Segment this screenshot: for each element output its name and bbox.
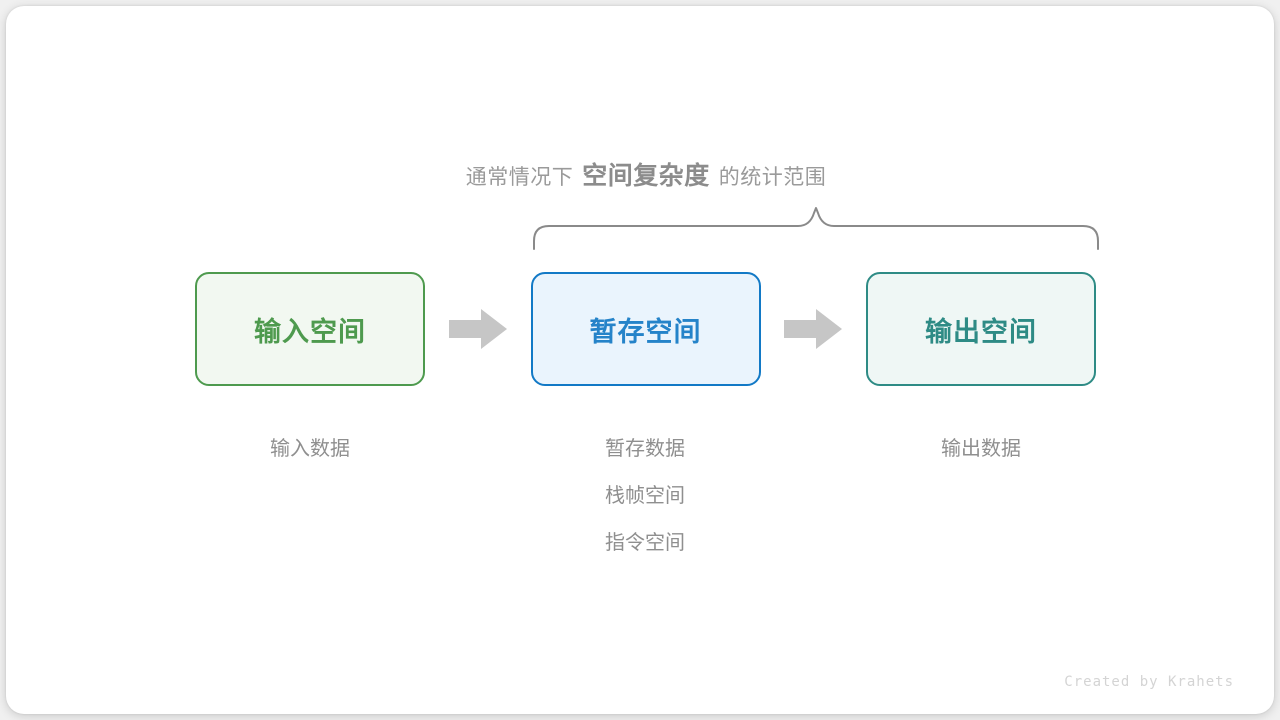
node-input-space-label: 输入空间 — [254, 316, 366, 347]
caption-line: 指令空间 — [605, 532, 685, 554]
scope-caption: 通常情况下空间复杂度的统计范围 — [6, 156, 1280, 192]
caption-line: 输入数据 — [270, 438, 350, 460]
node-output-space[interactable]: 输出空间 — [866, 272, 1096, 386]
node-output-space-label: 输出空间 — [925, 316, 1037, 347]
caption-input-space: 输入数据 — [195, 426, 425, 473]
node-input-space[interactable]: 输入空间 — [195, 272, 425, 386]
scope-caption-suffix: 的统计范围 — [718, 166, 827, 189]
slide-card: 通常情况下空间复杂度的统计范围 输入空间 暂存空间 输出空间 — [6, 6, 1274, 714]
caption-output-space: 输出数据 — [866, 426, 1096, 473]
footer-credit: Created by Krahets — [1064, 674, 1234, 690]
scope-brace-icon — [533, 207, 1099, 250]
caption-line: 暂存数据 — [605, 438, 685, 460]
right-arrow-icon — [784, 309, 843, 349]
scope-caption-prefix: 通常情况下 — [465, 166, 574, 189]
caption-line: 输出数据 — [941, 438, 1021, 460]
scope-caption-emphasis: 空间复杂度 — [582, 162, 710, 190]
node-temp-space[interactable]: 暂存空间 — [530, 272, 761, 386]
flow-row: 输入空间 暂存空间 输出空间 — [195, 272, 1096, 386]
caption-temp-space: 暂存数据 栈帧空间 指令空间 — [530, 426, 760, 567]
node-temp-space-label: 暂存空间 — [589, 316, 702, 347]
caption-line: 栈帧空间 — [605, 485, 685, 507]
right-arrow-icon — [448, 309, 507, 349]
